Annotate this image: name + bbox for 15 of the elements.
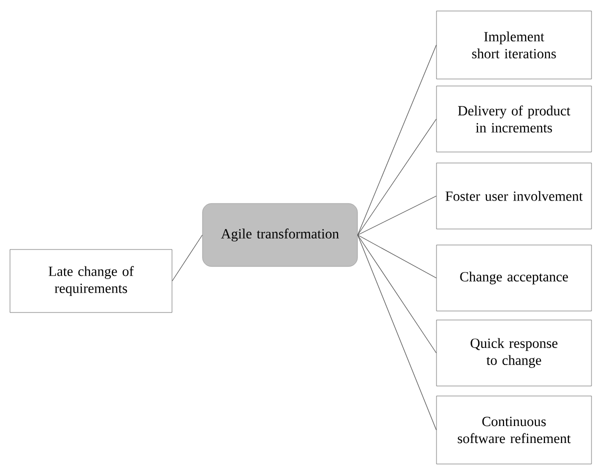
text-box: Quick response to change (436, 320, 592, 386)
connector-line (357, 234, 437, 354)
text-box: Foster user involvement (436, 162, 592, 230)
text-box: Delivery of product in increments (436, 86, 592, 152)
connector-line (172, 234, 203, 282)
connector-line (357, 118, 437, 236)
connector-line (357, 196, 437, 236)
connector-line (357, 234, 437, 430)
text-box: Implement short iterations (436, 10, 592, 80)
text-box: Change acceptance (436, 244, 592, 312)
text-box: Late change of requirements (10, 249, 172, 313)
connector-line (357, 44, 437, 236)
connector-line (357, 234, 437, 278)
central-box: Agile transformation (202, 203, 358, 267)
text-box: Continuous software refinement (436, 396, 592, 464)
